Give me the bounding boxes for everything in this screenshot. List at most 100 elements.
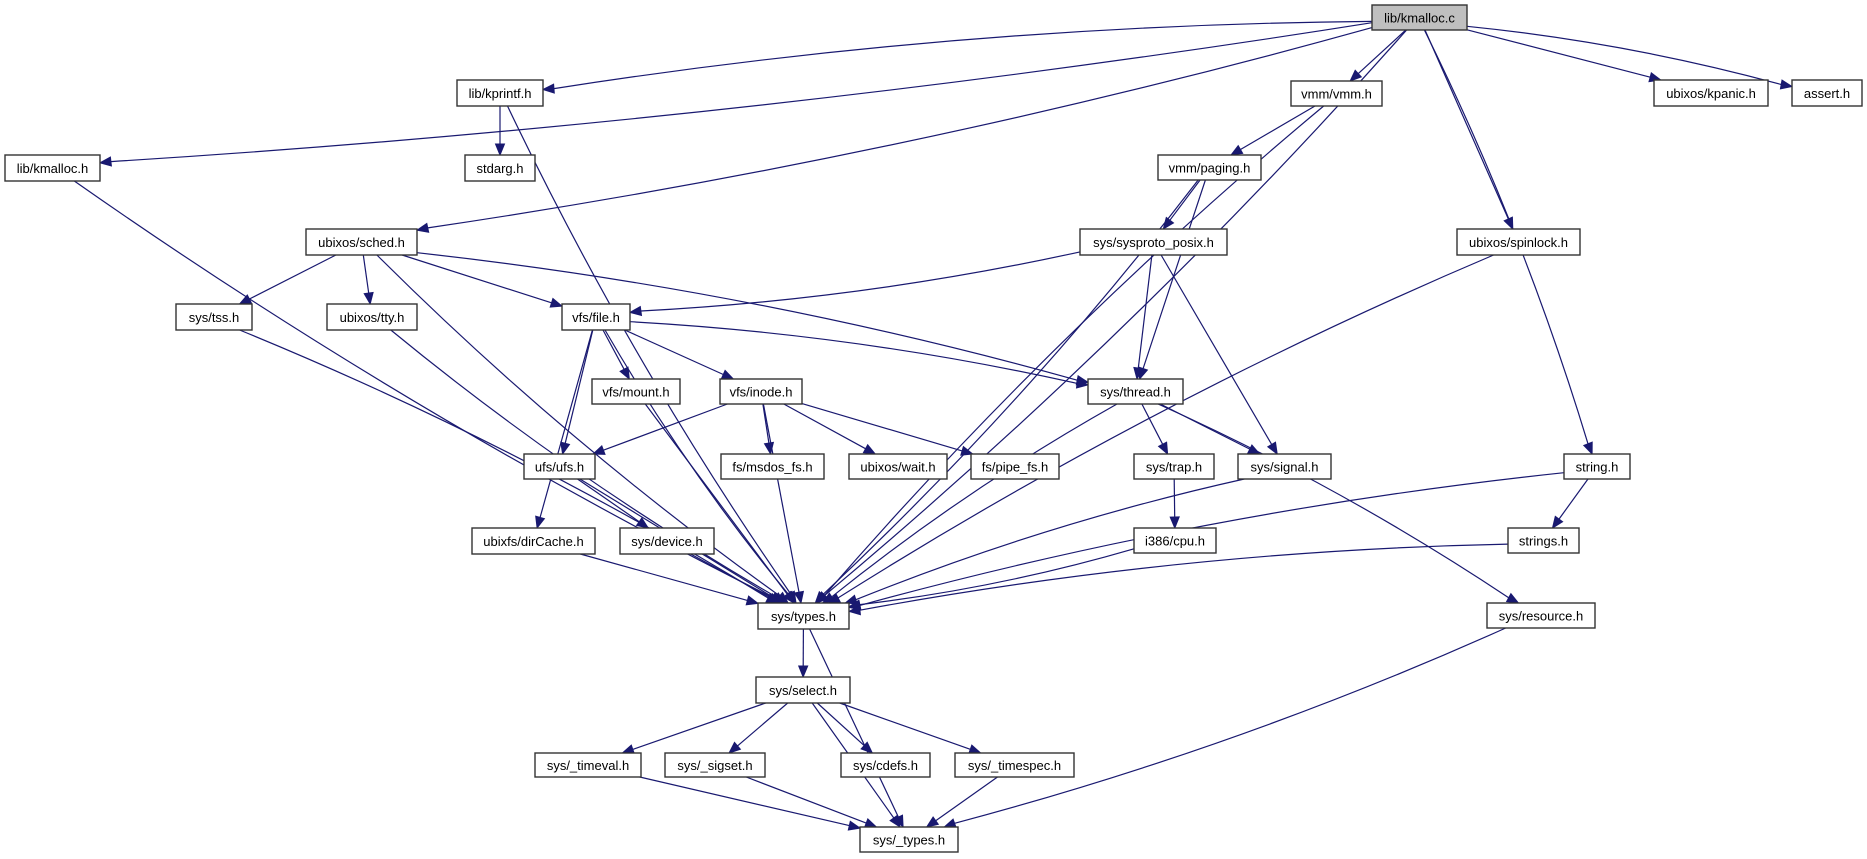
arrowhead-icon (793, 590, 805, 605)
edge-line (603, 403, 728, 451)
node-sys-cdefs-h[interactable]: sys/cdefs.h (840, 752, 931, 778)
edge-line (602, 329, 625, 370)
arrowhead-icon (494, 143, 506, 157)
node-vfs-file-h[interactable]: vfs/file.h (561, 303, 631, 331)
node-vmm-paging-h[interactable]: vmm/paging.h (1157, 154, 1262, 181)
node-box (1087, 378, 1184, 405)
edge-line (1173, 478, 1176, 518)
node-box (175, 303, 253, 331)
edge-line (639, 776, 850, 827)
edge-sys-timeval-h-to-sys-types-h (639, 776, 862, 831)
edge-line (640, 251, 1081, 312)
node-label: sys/types.h (771, 609, 836, 624)
edge-lib-kmalloc-c-to-vmm-vmm-h (1349, 29, 1407, 82)
node-fs-pipe-fs-h[interactable]: fs/pipe_fs.h (970, 453, 1060, 480)
edge-ubixos-sched-h-to-vfs-file-h (401, 254, 564, 308)
node-sys-sigset-h[interactable]: sys/_sigset.h (664, 752, 766, 778)
edge-line (859, 543, 1509, 611)
edge-sys-sysproto-posix-h-to-sys-signal-h (1160, 254, 1278, 456)
node-label: i386/cpu.h (1145, 534, 1205, 549)
edge-ufs-ufs-h-to-sys-device-h (577, 478, 650, 529)
node-sys-device-h[interactable]: sys/device.h (619, 527, 715, 555)
node-box (719, 378, 803, 405)
node-string-h[interactable]: string.h (1563, 453, 1631, 480)
node-sys-thread-h[interactable]: sys/thread.h (1087, 378, 1184, 405)
arrowhead-icon (1582, 441, 1593, 456)
arrowhead-icon (238, 294, 253, 305)
arrowhead-icon (619, 366, 630, 381)
node-strings-h[interactable]: strings.h (1507, 527, 1580, 554)
node-i386-cpu-h[interactable]: i386/cpu.h (1133, 527, 1217, 554)
node-stdarg-h[interactable]: stdarg.h (464, 154, 536, 182)
node-label: sys/tss.h (189, 310, 240, 325)
node-ubixfs-dircache-h[interactable]: ubixfs/dirCache.h (471, 527, 596, 555)
node-sys-timespec-h[interactable]: sys/_timespec.h (954, 752, 1075, 778)
edge-line (553, 20, 1373, 90)
node-ubixos-spinlock-h[interactable]: ubixos/spinlock.h (1456, 228, 1581, 256)
node-box (523, 453, 596, 480)
arrowhead-icon (1157, 441, 1169, 456)
node-sys-types-h[interactable]: sys/types.h (757, 602, 850, 630)
node-box (954, 752, 1075, 778)
node-ubixos-kpanic-h[interactable]: ubixos/kpanic.h (1653, 79, 1769, 107)
node-fs-msdos-fs-h[interactable]: fs/msdos_fs.h (720, 453, 825, 480)
node-ubixos-sched-h[interactable]: ubixos/sched.h (305, 228, 418, 256)
arrowhead-icon (767, 592, 781, 604)
node-label: sys/_timeval.h (547, 758, 629, 773)
arrowhead-icon (415, 222, 430, 233)
edge-line (1558, 478, 1589, 520)
node-vfs-mount-h[interactable]: vfs/mount.h (591, 378, 681, 405)
node-label: string.h (1576, 460, 1619, 475)
node-lib-kmalloc-h[interactable]: lib/kmalloc.h (4, 154, 101, 182)
node-sys-trap-h[interactable]: sys/trap.h (1133, 453, 1215, 480)
node-ufs-ufs-h[interactable]: ufs/ufs.h (523, 453, 596, 480)
node-assert-h[interactable]: assert.h (1791, 79, 1863, 107)
edge-line (859, 548, 1135, 606)
node-sys-types-h[interactable]: sys/_types.h (859, 826, 959, 853)
edge-line (376, 254, 781, 597)
node-lib-kprintf-h[interactable]: lib/kprintf.h (456, 79, 544, 107)
node-box (561, 303, 631, 331)
node-label: vmm/paging.h (1169, 161, 1251, 176)
node-sys-resource-h[interactable]: sys/resource.h (1486, 602, 1596, 629)
node-box (859, 826, 959, 853)
node-box (1133, 527, 1217, 554)
node-sys-signal-h[interactable]: sys/signal.h (1237, 453, 1332, 480)
edge-lib-kmalloc-c-to-ubixos-spinlock-h (1424, 29, 1514, 231)
edge-line (837, 254, 1494, 599)
node-sys-select-h[interactable]: sys/select.h (755, 676, 851, 704)
edge-sys-types-h-to-sys-select-h (797, 628, 809, 679)
node-box (755, 676, 851, 704)
node-sys-timeval-h[interactable]: sys/_timeval.h (534, 752, 642, 778)
arrowhead-icon (1075, 378, 1090, 389)
node-label: sys/select.h (769, 683, 837, 698)
node-sys-sysproto-posix-h[interactable]: sys/sysproto_posix.h (1079, 228, 1228, 256)
edge-sys-sysproto-posix-h-to-vfs-file-h (628, 251, 1081, 317)
node-label: vfs/file.h (572, 310, 620, 325)
edge-line (1137, 254, 1153, 369)
node-vfs-inode-h[interactable]: vfs/inode.h (719, 378, 803, 405)
edge-line (239, 329, 769, 599)
node-ubixos-tty-h[interactable]: ubixos/tty.h (326, 303, 418, 331)
node-box (1133, 453, 1215, 480)
arrowhead-icon (1169, 516, 1180, 530)
edge-vmm-paging-h-to-sys-sysproto-posix-h (1162, 179, 1201, 231)
edge-line (564, 329, 594, 444)
node-label: stdarg.h (477, 161, 524, 176)
arrowhead-icon (1505, 592, 1520, 604)
node-vmm-vmm-h[interactable]: vmm/vmm.h (1290, 80, 1383, 107)
node-sys-tss-h[interactable]: sys/tss.h (175, 303, 253, 331)
node-box (305, 228, 418, 256)
edge-ubixos-sched-h-to-sys-tss-h (238, 254, 337, 305)
arrowhead-icon (1349, 69, 1363, 82)
node-box (471, 527, 596, 555)
node-lib-kmalloc-c[interactable]: lib/kmalloc.c (1371, 4, 1468, 31)
node-box (720, 453, 825, 480)
edge-line (762, 403, 770, 444)
edge-vfs-mount-h-to-sys-types-h (644, 403, 795, 605)
node-ubixos-wait-h[interactable]: ubixos/wait.h (848, 453, 948, 480)
edge-vfs-file-h-to-vfs-mount-h (602, 329, 630, 381)
arrowhead-icon (1779, 79, 1794, 90)
edge-sys-thread-h-to-sys-types-h (821, 403, 1118, 604)
node-box (591, 378, 681, 405)
